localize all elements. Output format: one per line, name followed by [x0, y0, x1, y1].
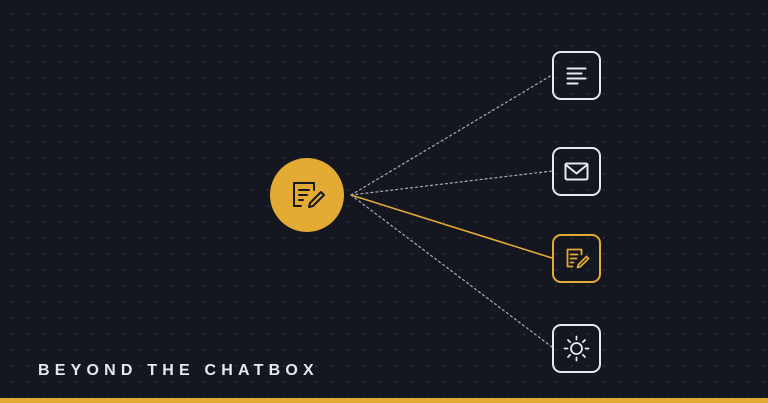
document-edit-box	[552, 234, 601, 283]
caption-title: BEYOND THE CHATBOX	[38, 362, 319, 379]
text-lines-icon	[566, 67, 587, 85]
bottom-accent-bar	[0, 398, 768, 403]
sun-icon	[563, 335, 590, 362]
sun-box	[552, 324, 601, 373]
connector-text-lines	[350, 74, 553, 196]
document-pen-icon	[293, 182, 325, 208]
connector-lines	[350, 74, 553, 348]
target-document-edit	[552, 234, 601, 283]
text-lines-box	[552, 51, 601, 100]
connector-document-edit	[350, 194, 553, 259]
document-pen-icon	[566, 248, 590, 269]
target-text-lines	[552, 51, 601, 100]
hub-node	[270, 158, 344, 232]
mail-box	[552, 147, 601, 196]
connector-sun	[350, 194, 553, 348]
envelope-icon	[564, 162, 589, 181]
target-mail	[552, 147, 601, 196]
connector-mail	[350, 170, 553, 196]
target-sun	[552, 324, 601, 373]
